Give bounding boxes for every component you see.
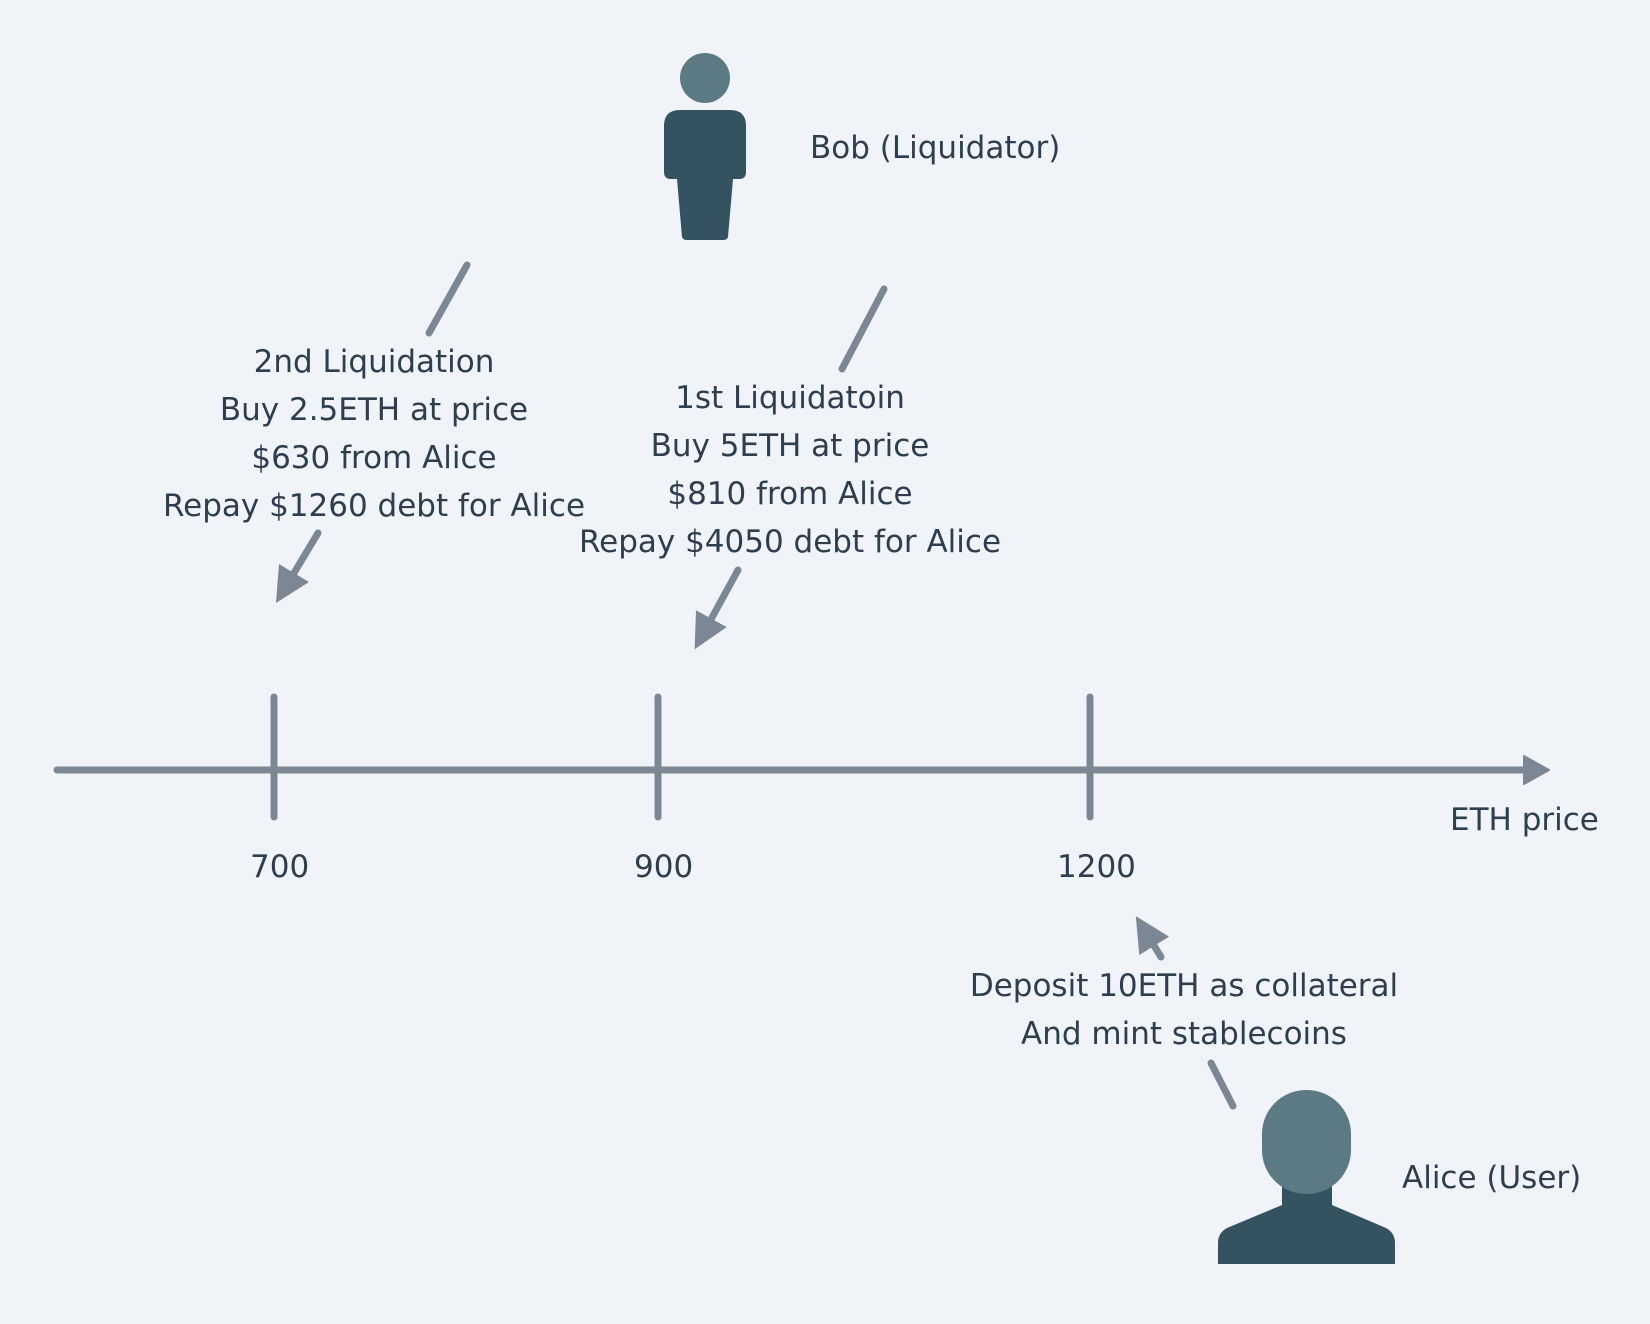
person-standing-icon [664, 53, 746, 240]
deposit-line-1: Deposit 10ETH as collateral [969, 968, 1399, 1004]
bob-to-second-liquidation-connector [425, 261, 471, 337]
second-liquidation-arrow [275, 529, 322, 604]
person-bust-icon [1218, 1090, 1395, 1264]
first-liquidation-arrow [694, 566, 742, 650]
deposit-line-2: And mint stablecoins [1021, 1016, 1347, 1052]
bob-to-first-liquidation-connector [838, 285, 888, 373]
bob-label: Bob (Liquidator) [810, 130, 1061, 166]
first-liquidation-note: 1st Liquidatoin Buy 5ETH at price $810 f… [560, 374, 1020, 566]
second-liquidation-note: 2nd Liquidation Buy 2.5ETH at price $630… [144, 338, 604, 530]
axis-label: ETH price [1450, 802, 1599, 838]
tick-label-1200: 1200 [1057, 849, 1136, 885]
eth-price-axis-arrowhead [1523, 755, 1550, 785]
tick-label-900: 900 [634, 849, 694, 885]
tick-label-700: 700 [250, 849, 310, 885]
deposit-note: Deposit 10ETH as collateral And mint sta… [954, 962, 1414, 1058]
first-liquidation-line-3: $810 from Alice [667, 476, 913, 512]
first-liquidation-line-2: Buy 5ETH at price [650, 428, 930, 464]
second-liquidation-line-3: $630 from Alice [251, 440, 497, 476]
deposit-arrow [1135, 916, 1170, 961]
first-liquidation-title: 1st Liquidatoin [675, 380, 905, 416]
second-liquidation-line-4: Repay $1260 debt for Alice [162, 488, 586, 524]
second-liquidation-title: 2nd Liquidation [253, 344, 495, 380]
second-liquidation-line-2: Buy 2.5ETH at price [219, 392, 529, 428]
alice-to-deposit-connector [1207, 1059, 1237, 1110]
alice-label: Alice (User) [1402, 1160, 1582, 1196]
first-liquidation-line-4: Repay $4050 debt for Alice [578, 524, 1002, 560]
